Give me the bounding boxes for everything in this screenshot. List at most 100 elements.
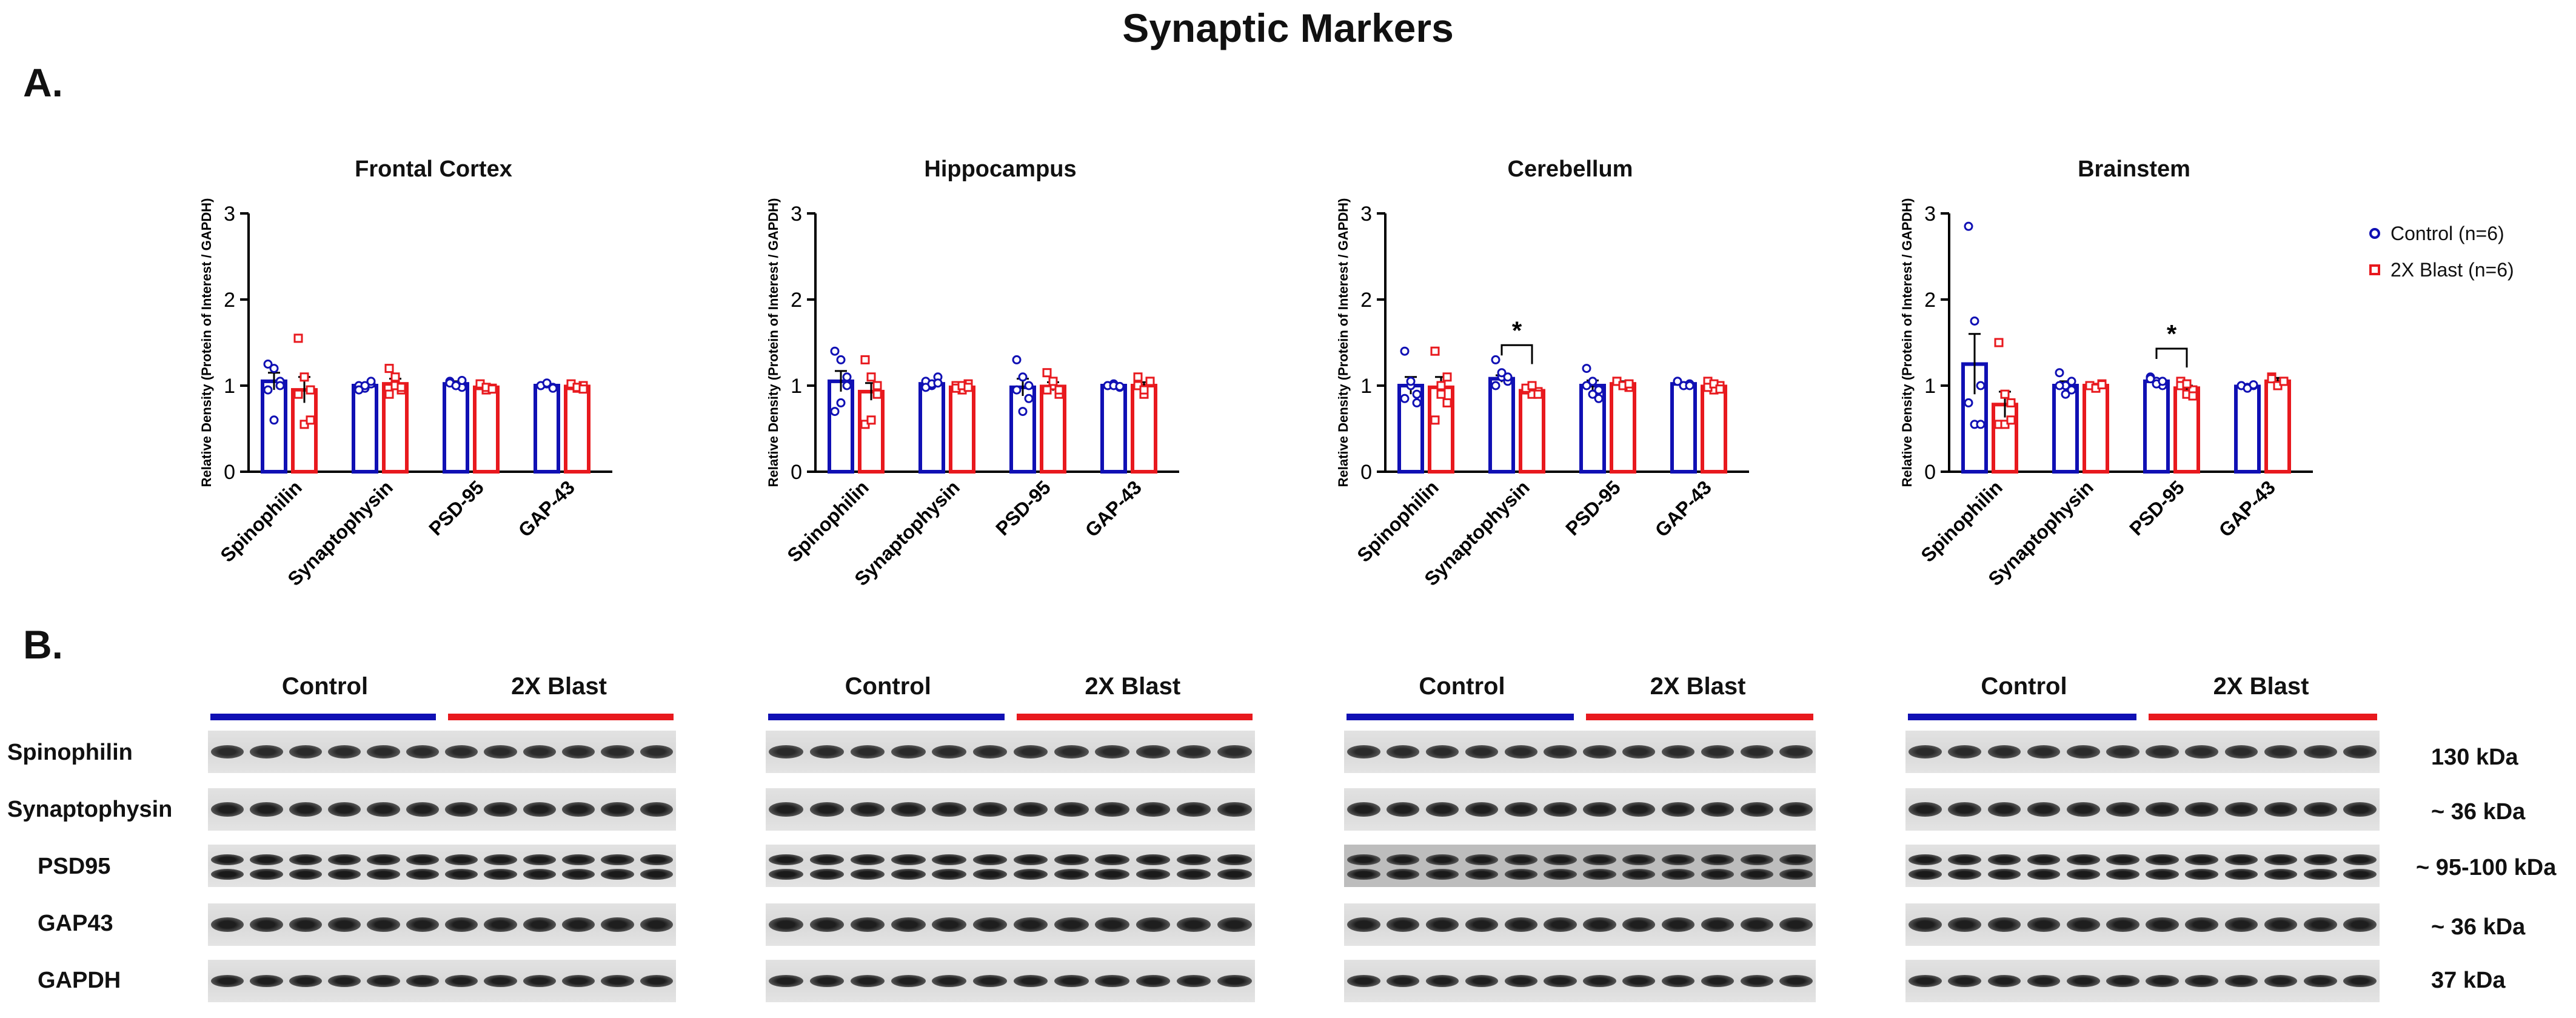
- blot-band: [2146, 745, 2179, 758]
- group-label-blast: 2X Blast: [1650, 673, 1746, 700]
- data-point: [2006, 415, 2016, 425]
- group-bar-control: [210, 714, 436, 720]
- blot-band: [2264, 802, 2298, 817]
- blot-band: [769, 802, 803, 817]
- data-point: [2249, 380, 2258, 390]
- y-tick-label: 3: [224, 203, 235, 226]
- blot-band: [562, 917, 595, 932]
- blot-band: [1909, 802, 1942, 817]
- blot-band: [2027, 869, 2061, 880]
- chart-legend: Control (n=6) 2X Blast (n=6): [2367, 215, 2514, 288]
- blot-band: [2066, 917, 2100, 932]
- blot-band: [1987, 869, 2021, 880]
- data-point: [1582, 381, 1591, 390]
- data-point: [866, 415, 876, 425]
- blot-band: [289, 802, 322, 817]
- data-point: [263, 385, 273, 395]
- data-point: [1976, 420, 1986, 429]
- blot-band: [367, 854, 400, 865]
- blot-band: [601, 917, 634, 932]
- blot-band: [1425, 975, 1459, 987]
- blot-band: [2146, 802, 2179, 817]
- blot-band: [2224, 745, 2258, 758]
- blot-band: [932, 745, 966, 758]
- blot-band: [2066, 802, 2100, 817]
- blot-band: [1425, 869, 1459, 880]
- data-point: [457, 375, 467, 385]
- blot-band: [809, 854, 845, 865]
- blot-band: [2343, 854, 2377, 865]
- blot-band: [484, 854, 517, 865]
- blot-band: [972, 975, 1008, 987]
- blot-band: [367, 917, 400, 932]
- blot-strip: [1905, 845, 2380, 887]
- data-point: [1964, 398, 1973, 407]
- blot-band: [2303, 917, 2337, 932]
- bar: [534, 384, 560, 474]
- blot-band: [1909, 869, 1942, 880]
- blot-band: [972, 854, 1008, 865]
- blot-band: [1095, 975, 1129, 987]
- blot-strip: [208, 731, 676, 773]
- blot-band: [932, 917, 966, 932]
- blot-band: [1909, 917, 1942, 932]
- data-point: [1012, 355, 1022, 364]
- blot-band: [2066, 975, 2100, 987]
- data-point: [1964, 221, 1973, 231]
- y-tick-label: 1: [791, 375, 802, 398]
- blot-band: [1217, 869, 1252, 880]
- blot-band: [1948, 869, 1982, 880]
- data-point: [306, 385, 315, 395]
- chart-title: Frontal Cortex: [355, 156, 512, 182]
- group-bar-control: [1908, 714, 2136, 720]
- bar: [1701, 384, 1727, 474]
- category-label: PSD-95: [2125, 476, 2189, 540]
- bar: [2264, 379, 2291, 474]
- blot-strip: [208, 903, 676, 946]
- blot-band: [445, 917, 478, 932]
- blot-band: [1661, 917, 1695, 932]
- group-label-control: Control: [281, 673, 369, 700]
- data-point: [1442, 398, 1452, 407]
- blot-band: [211, 869, 244, 880]
- blot-band: [1504, 802, 1537, 817]
- data-point: [1994, 338, 2004, 347]
- blot-band: [328, 745, 361, 758]
- blot-band: [932, 854, 966, 865]
- data-point: [1133, 372, 1143, 382]
- blot-band: [1779, 854, 1813, 865]
- group-label-blast: 2X Blast: [2213, 673, 2309, 700]
- blot-band: [1622, 975, 1656, 987]
- blot-strip: [1905, 731, 2380, 773]
- y-tick-label: 2: [1924, 289, 1936, 312]
- blot-band: [1176, 854, 1211, 865]
- data-point: [2182, 379, 2192, 389]
- blot-band: [1583, 869, 1616, 880]
- blot-band: [1465, 745, 1499, 758]
- y-tick-label: 2: [791, 289, 802, 312]
- blot-band: [2066, 745, 2100, 758]
- blot-band: [1465, 975, 1499, 987]
- blot-band: [1176, 869, 1211, 880]
- blot-band: [445, 869, 478, 880]
- group-bar-blast: [1016, 714, 1253, 720]
- blot-band: [601, 975, 634, 987]
- blot-band: [1779, 802, 1813, 817]
- data-point: [1024, 381, 1034, 390]
- data-point: [1436, 389, 1446, 399]
- blot-band: [328, 854, 361, 865]
- data-point: [2055, 381, 2064, 390]
- blot-band: [562, 975, 595, 987]
- blot-band: [1661, 745, 1695, 758]
- chart-title: Hippocampus: [924, 156, 1077, 182]
- legend-item-blast: 2X Blast (n=6): [2367, 252, 2514, 288]
- blot-band: [2027, 917, 2061, 932]
- data-point: [1685, 381, 1694, 390]
- blot-band: [1987, 854, 2021, 865]
- y-axis-label: Relative Density (Protein of Interest / …: [199, 198, 214, 487]
- blot-band: [1622, 917, 1656, 932]
- data-point: [1115, 381, 1125, 391]
- category-label: GAP-43: [2215, 476, 2280, 541]
- blot-band: [1504, 854, 1537, 865]
- blot-band: [367, 975, 400, 987]
